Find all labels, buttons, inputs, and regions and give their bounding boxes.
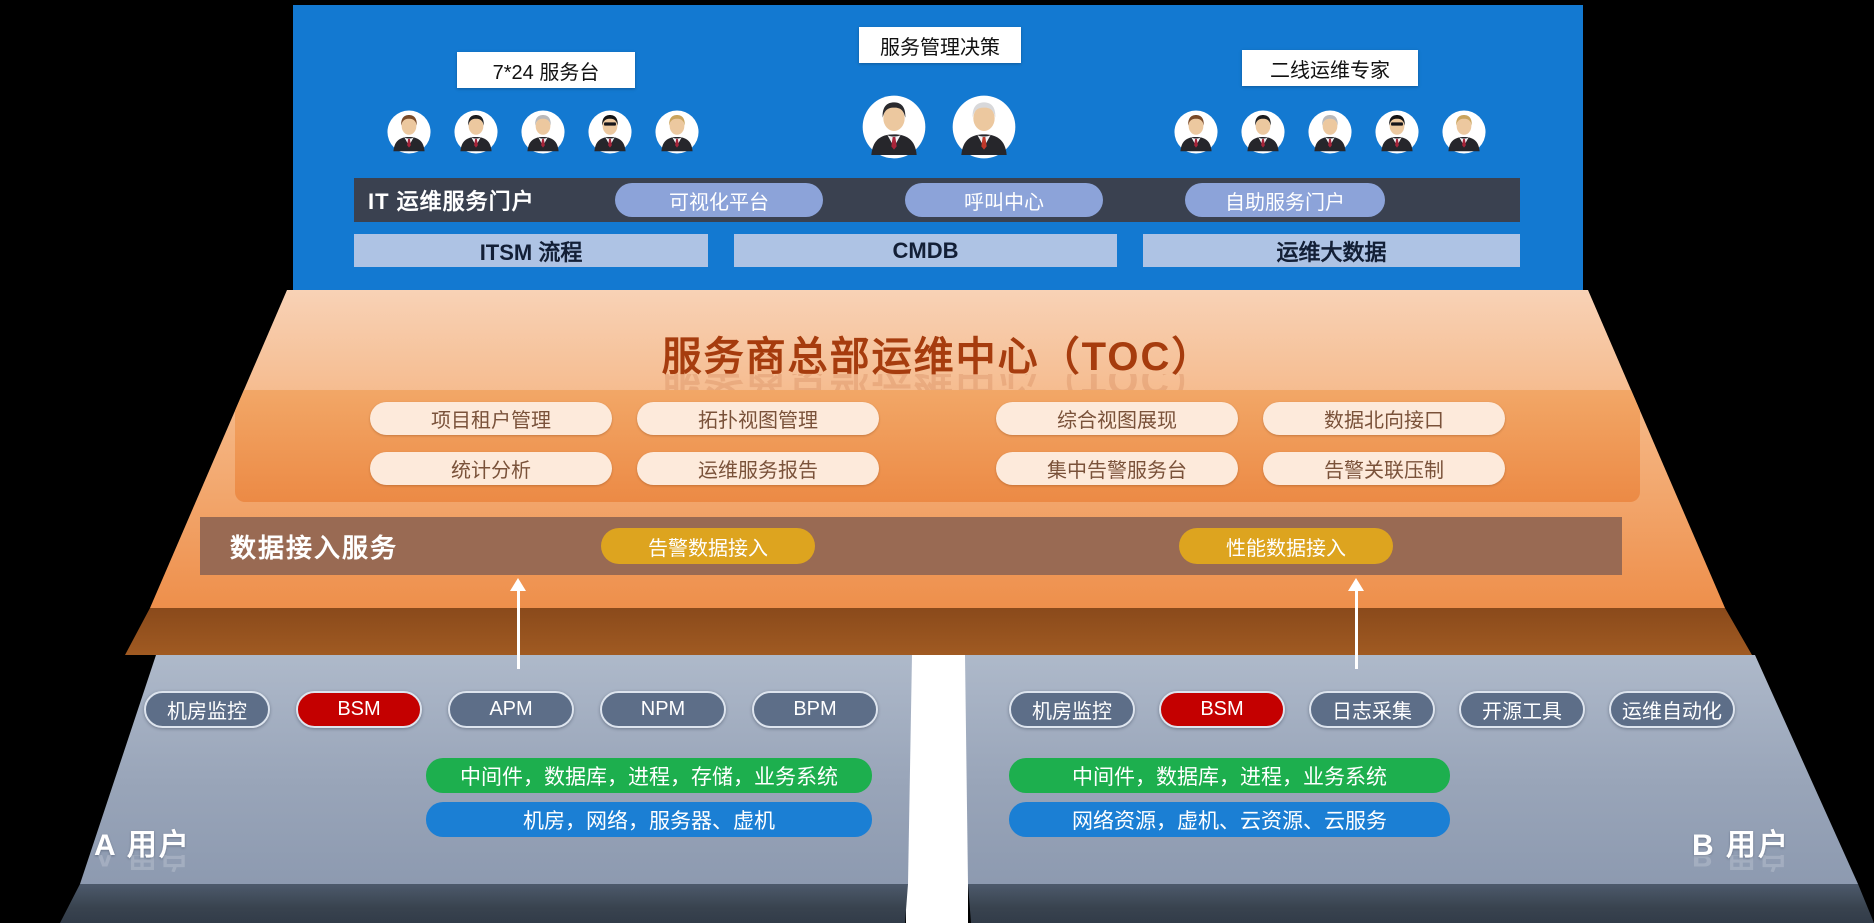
tool-pill: BPM: [752, 691, 878, 728]
arrow-head-icon: [510, 578, 526, 591]
role-label-text: 二线运维专家: [1270, 59, 1390, 82]
toc-buttons-row-2: 统计分析 运维服务报告 集中告警服务台 告警关联压制: [235, 452, 1640, 485]
toc-title: 服务商总部运维中心（TOC）: [661, 335, 1214, 379]
toc-function-button: 数据北向接口: [1263, 402, 1505, 435]
resource-layer-bar: 机房，网络，服务器、虚机: [426, 802, 872, 837]
toc-platform-front-edge: [125, 608, 1752, 655]
tool-pill: BSM: [296, 691, 422, 728]
staff-portal-panel: 7*24 服务台 服务管理决策 二线运维专家: [293, 5, 1583, 290]
toc-function-button: 告警关联压制: [1263, 452, 1505, 485]
resource-layer-bar: 网络资源，虚机、云资源、云服务: [1009, 802, 1450, 837]
system-bar: CMDB: [734, 234, 1118, 267]
site-a-name: A 用户: [94, 829, 191, 862]
site-b-front-edge: [968, 884, 1874, 923]
data-flow-arrow-left: [510, 578, 526, 669]
it-ops-portal-bar: IT 运维服务门户 可视化平台 呼叫中心 自助服务门户: [354, 178, 1520, 222]
service-desk-avatars: [387, 110, 699, 154]
person-avatar-icon: [1174, 110, 1218, 154]
portal-pills: 可视化平台 呼叫中心 自助服务门户: [354, 178, 1520, 222]
tool-pill: APM: [448, 691, 574, 728]
toc-function-button: 统计分析: [370, 452, 612, 485]
system-bar: ITSM 流程: [354, 234, 709, 267]
site-b-name-reflection: B 用户: [1692, 855, 1790, 872]
toc-function-button: 拓扑视图管理: [637, 402, 879, 435]
tool-pill: BSM: [1159, 691, 1285, 728]
site-b-tools: 机房监控 BSM 日志采集 开源工具 运维自动化: [1009, 691, 1735, 728]
toc-function-button: 集中告警服务台: [996, 452, 1238, 485]
tool-pill: 运维自动化: [1609, 691, 1735, 728]
tool-pill: 开源工具: [1459, 691, 1585, 728]
toc-functions-panel: 项目租户管理 拓扑视图管理 综合视图展现 数据北向接口 统计分析 运维服务报告 …: [235, 390, 1640, 502]
portal-pill: 自助服务门户: [1185, 183, 1385, 217]
site-a-name-reflection: A 用户: [94, 855, 191, 872]
data-flow-arrow-right: [1348, 578, 1364, 669]
person-avatar-icon: [952, 95, 1016, 159]
arrow-head-icon: [1348, 578, 1364, 591]
data-access-title: 数据接入服务: [230, 532, 399, 563]
resource-layer-bar: 中间件，数据库，进程，业务系统: [1009, 758, 1450, 793]
toc-function-button: 项目租户管理: [370, 402, 612, 435]
person-avatar-icon: [1442, 110, 1486, 154]
person-avatar-icon: [1375, 110, 1419, 154]
system-bar: 运维大数据: [1143, 234, 1520, 267]
toc-buttons-row-1: 项目租户管理 拓扑视图管理 综合视图展现 数据北向接口: [235, 402, 1640, 435]
person-avatar-icon: [387, 110, 431, 154]
tool-pill: 机房监控: [144, 691, 270, 728]
site-b-slab: 机房监控 BSM 日志采集 开源工具 运维自动化 中间件，数据库，进程，业务系统…: [965, 655, 1858, 884]
tool-pill: NPM: [600, 691, 726, 728]
tool-pill: 机房监控: [1009, 691, 1135, 728]
system-bars: ITSM 流程 CMDB 运维大数据: [354, 234, 1520, 267]
data-access-pill: 性能数据接入: [1179, 528, 1393, 564]
resource-layer-bar: 中间件，数据库，进程，存储，业务系统: [426, 758, 872, 793]
portal-pill: 可视化平台: [615, 183, 823, 217]
person-avatar-icon: [862, 95, 926, 159]
arrow-shaft: [1354, 590, 1358, 669]
role-label-management: 服务管理决策: [859, 27, 1021, 63]
tool-pill: 日志采集: [1309, 691, 1435, 728]
site-b-name: B 用户: [1692, 829, 1790, 862]
person-avatar-icon: [521, 110, 565, 154]
slab-divider-gap: [906, 655, 968, 923]
expert-avatars: [1174, 110, 1486, 154]
role-label-experts: 二线运维专家: [1242, 50, 1418, 86]
data-access-bar: 数据接入服务 告警数据接入 性能数据接入: [200, 517, 1622, 575]
role-label-service-desk: 7*24 服务台: [457, 52, 635, 88]
role-label-text: 服务管理决策: [880, 36, 1000, 59]
portal-title: IT 运维服务门户: [368, 189, 535, 214]
portal-pill: 呼叫中心: [905, 183, 1103, 217]
site-a-tools: 机房监控 BSM APM NPM BPM: [144, 691, 878, 728]
site-a-slab: 机房监控 BSM APM NPM BPM 中间件，数据库，进程，存储，业务系统 …: [80, 655, 912, 884]
person-avatar-icon: [655, 110, 699, 154]
site-a-layers: 中间件，数据库，进程，存储，业务系统 机房，网络，服务器、虚机: [426, 758, 872, 846]
site-b-layers: 中间件，数据库，进程，业务系统 网络资源，虚机、云资源、云服务: [1009, 758, 1450, 846]
site-a-front-edge: [60, 884, 908, 923]
person-avatar-icon: [1308, 110, 1352, 154]
person-avatar-icon: [588, 110, 632, 154]
data-access-pill: 告警数据接入: [601, 528, 815, 564]
toc-function-button: 综合视图展现: [996, 402, 1238, 435]
arrow-shaft: [516, 590, 520, 669]
role-label-text: 7*24 服务台: [492, 61, 600, 84]
person-avatar-icon: [1241, 110, 1285, 154]
toc-function-button: 运维服务报告: [637, 452, 879, 485]
management-avatars: [862, 95, 1016, 159]
person-avatar-icon: [454, 110, 498, 154]
